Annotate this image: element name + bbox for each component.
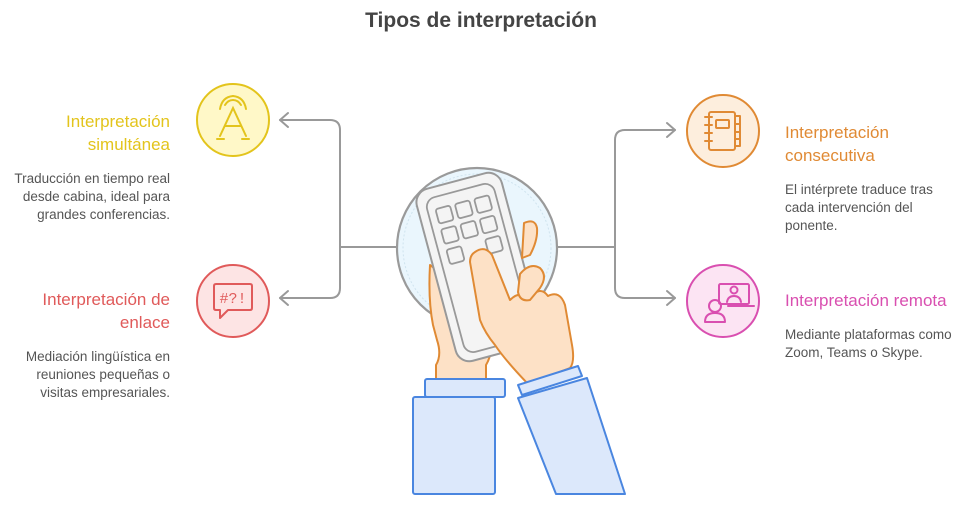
item-heading: Interpretación simultánea [66, 112, 170, 154]
broadcast-letter-a-icon [194, 81, 272, 159]
item-heading: Interpretación de enlace [42, 290, 170, 332]
video-call-icon [684, 262, 762, 340]
svg-text:#?!: #?! [219, 291, 246, 308]
item-description: Traducción en tiempo real desde cabina, … [14, 171, 170, 222]
item-description: Mediante plataformas como Zoom, Teams o … [785, 327, 952, 360]
item-heading: Interpretación consecutiva [785, 123, 889, 165]
item-heading: Interpretación remota [785, 291, 947, 310]
item-remota: Interpretación remota Mediante plataform… [785, 289, 955, 362]
item-enlace: Interpretación de enlace Mediación lingü… [5, 288, 170, 402]
item-simultanea: Interpretación simultánea Traducción en … [10, 110, 170, 224]
item-description: Mediación lingüística en reuniones peque… [25, 349, 170, 400]
item-description: El intérprete traduce tras cada interven… [785, 182, 933, 233]
item-consecutiva: Interpretación consecutiva El intérprete… [785, 121, 955, 235]
diagram-title: Tipos de interpretación [365, 9, 597, 32]
notebook-icon [684, 92, 762, 170]
speech-bubble-symbols-icon: #?! [194, 262, 272, 340]
